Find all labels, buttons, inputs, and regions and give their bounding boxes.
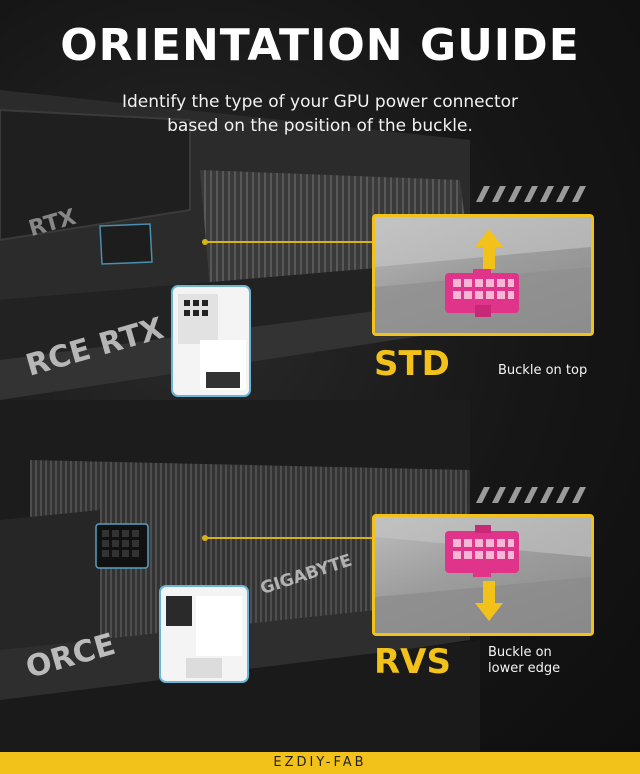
rvs-detail-panel [372,514,594,636]
rvs-connector-closeup [375,517,591,633]
std-description-text: Buckle on top [498,363,588,378]
std-pink-connector-icon [445,269,519,317]
rvs-description: Buckle on lower edge [488,645,560,677]
std-label: STD [374,344,450,384]
std-description: Buckle on top [498,363,587,379]
page-title: ORIENTATION GUIDE [60,20,580,71]
subtitle-line-1: Identify the type of your GPU power conn… [121,92,519,112]
page-subtitle: Identify the type of your GPU power conn… [0,90,640,138]
subtitle-line-2: based on the position of the buckle. [167,116,473,136]
rvs-pink-connector-icon [445,525,519,577]
leader-dot-rvs [202,535,208,541]
rvs-white-connector [159,585,249,683]
arrow-down-icon [475,581,503,621]
leader-dot-std [202,239,208,245]
rvs-label: RVS [374,642,451,682]
arrow-up-icon [475,229,503,269]
rvs-description-line-2: lower edge [488,661,561,676]
std-connector-closeup [375,217,591,333]
leader-line-rvs [206,537,372,539]
stripes-decoration-rvs [476,487,586,503]
rvs-description-line-1: Buckle on [488,645,552,660]
brand-footer: EZDIY-FAB [0,752,640,774]
stripes-decoration-std [476,186,586,202]
leader-line-std [206,241,372,243]
std-white-connector [171,285,251,397]
std-detail-panel [372,214,594,336]
